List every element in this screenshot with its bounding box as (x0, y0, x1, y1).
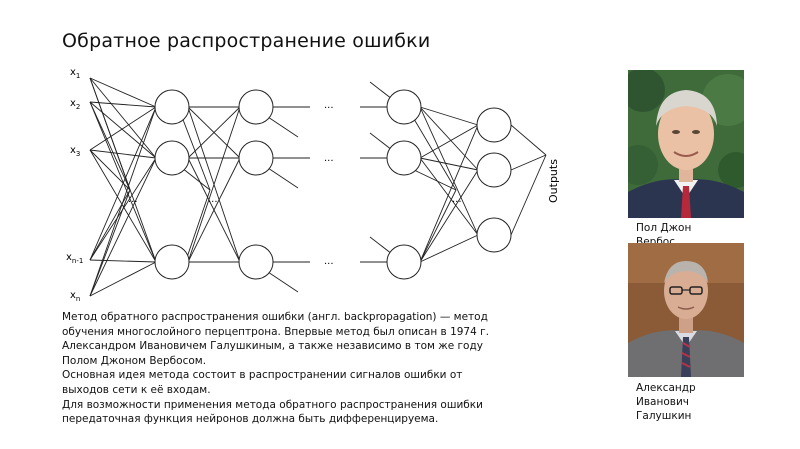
connection-line (89, 149, 157, 263)
connection-line (89, 101, 157, 263)
neuron-output (476, 152, 512, 188)
connection-line (181, 116, 211, 191)
connection-line (413, 169, 457, 191)
input-label-xn: xn (70, 290, 80, 303)
description-line: Александром Ивановичем Галушкиным, а так… (62, 340, 483, 353)
input-label-x3: x3 (70, 145, 80, 158)
description-line: обучения многослойного перцептрона. Впер… (62, 325, 489, 338)
neuron-layer2 (238, 140, 274, 176)
slide-title: Обратное распространение ошибки (62, 30, 431, 52)
connection-line (89, 101, 157, 108)
connection-line (89, 157, 157, 297)
ellipsis-row1: ... (324, 100, 334, 111)
description-line: Основная идея метода состоит в распростр… (62, 369, 463, 382)
connection-line (187, 157, 241, 263)
neuron-layer2 (238, 244, 274, 280)
connection-line (419, 106, 479, 171)
method-description: Метод обратного распространения ошибки (… (62, 310, 572, 427)
connection-line (419, 169, 479, 263)
connection-line (89, 77, 157, 108)
connection-line (510, 154, 547, 171)
network-neurons (154, 89, 512, 280)
neuron-layer3 (386, 140, 422, 176)
connection-line (187, 106, 241, 159)
ellipsis-col3: ... (452, 194, 462, 205)
connection-line (181, 167, 211, 191)
portrait-werbos (628, 70, 744, 218)
connection-line (419, 157, 479, 171)
caption-werbos: Пол Джон Вербос (636, 222, 692, 244)
ellipsis-row3: ... (324, 256, 334, 267)
description-line: Метод обратного распространения ошибки (… (62, 311, 488, 323)
caption-galushkin: Александр Иванович Галушкин (636, 382, 726, 423)
input-label-xn-1: xn-1 (66, 252, 83, 265)
connection-line (89, 101, 157, 159)
neuron-layer1 (154, 244, 190, 280)
neuron-layer3 (386, 244, 422, 280)
neuron-layer3 (386, 89, 422, 125)
neuron-layer1 (154, 140, 190, 176)
input-label-x2: x2 (70, 98, 80, 111)
connection-line (419, 106, 479, 236)
neuron-output (476, 217, 512, 253)
connection-line (89, 149, 131, 191)
portrait-galushkin (628, 243, 744, 377)
connection-line (267, 167, 299, 189)
connection-line (89, 77, 131, 191)
neuron-layer2 (238, 89, 274, 125)
caption-line: Александр (636, 382, 696, 394)
connection-line (413, 118, 457, 191)
connection-line (369, 132, 393, 151)
network-connections (89, 77, 547, 297)
connection-line (89, 259, 157, 263)
caption-line: Иванович (636, 395, 689, 408)
connection-line (267, 271, 299, 293)
caption-line: Галушкин (636, 409, 692, 422)
connection-line (89, 77, 157, 159)
connection-line (510, 124, 547, 156)
connection-line (419, 234, 479, 263)
connection-line (89, 149, 157, 159)
description-line: выходов сети к её входам. (62, 383, 211, 396)
connection-line (419, 124, 479, 159)
connection-line (89, 189, 131, 261)
ellipsis-col1: ... (128, 194, 138, 205)
connection-line (369, 236, 393, 255)
connection-line (419, 124, 479, 263)
ellipsis-row2: ... (324, 153, 334, 164)
connection-line (89, 189, 131, 297)
connection-line (187, 106, 241, 263)
connection-line (89, 106, 157, 151)
neuron-layer1 (154, 89, 190, 125)
neural-network-diagram: x1 x2 x3 xn-1 xn ... ... ... ... ... ...… (66, 67, 560, 303)
connection-line (419, 157, 479, 236)
description-line: Для возможности применения метода обратн… (62, 398, 483, 411)
connection-line (369, 81, 393, 100)
connection-line (89, 261, 157, 297)
connection-line (267, 116, 299, 138)
ellipsis-col2: ... (208, 194, 218, 205)
description-line: Полом Джоном Вербосом. (62, 354, 207, 367)
description-line: передаточная функция нейронов должна быт… (62, 413, 439, 426)
connection-line (419, 106, 479, 126)
input-label-x1: x1 (70, 67, 80, 80)
connection-line (510, 154, 547, 236)
outputs-label: Outputs (547, 159, 560, 203)
neuron-output (476, 107, 512, 143)
connection-line (89, 101, 131, 191)
